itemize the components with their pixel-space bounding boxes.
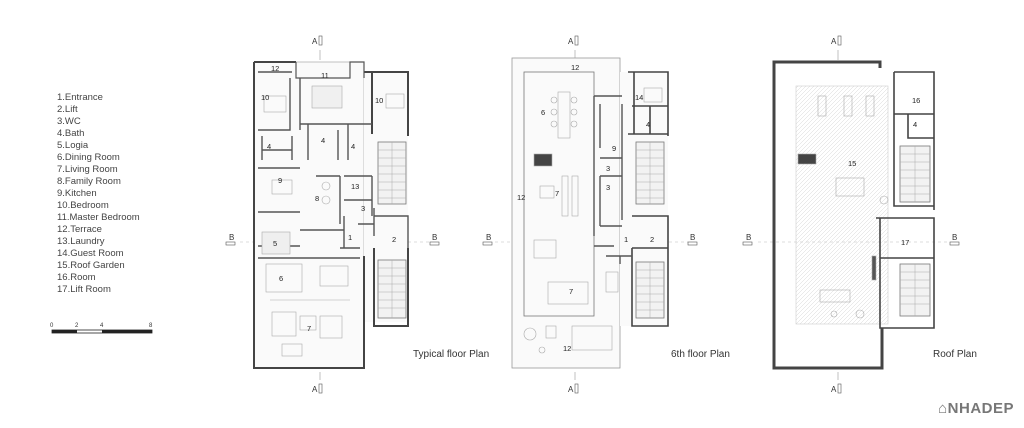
- section-marker-b: B: [952, 233, 957, 242]
- plan-title-typical: Typical floor Plan: [413, 349, 490, 360]
- watermark-text: NHADEP: [947, 400, 1014, 417]
- legend-item: 10.Bedroom: [57, 200, 109, 211]
- section-marker-b: B: [229, 233, 234, 242]
- section-marker-a: A: [312, 385, 318, 394]
- legend-item: 7.Living Room: [57, 164, 118, 175]
- legend-item: 6.Dining Room: [57, 152, 120, 163]
- room-label: 4: [351, 142, 355, 151]
- room-label: 16: [912, 96, 920, 105]
- room-label: 12: [571, 63, 579, 72]
- legend-item: 3.WC: [57, 116, 81, 127]
- section-marker-b: B: [432, 233, 437, 242]
- scale-bar-segment: [52, 330, 77, 333]
- room-label: 14: [635, 93, 643, 102]
- section-marker-b: B: [690, 233, 695, 242]
- legend-item: 12.Terrace: [57, 224, 102, 235]
- room-label: 9: [612, 144, 616, 153]
- legend-item: 11.Master Bedroom: [57, 212, 140, 223]
- section-marker-b: B: [486, 233, 491, 242]
- section-marker-a: A: [568, 37, 574, 46]
- room-label: 13: [351, 182, 359, 191]
- legend-item: 17.Lift Room: [57, 284, 111, 295]
- room-label: 3: [606, 164, 610, 173]
- room-label: 4: [646, 120, 650, 129]
- scale-tick-label: 0: [50, 323, 54, 329]
- legend-item: 8.Family Room: [57, 176, 121, 187]
- section-marker-b: B: [746, 233, 751, 242]
- scale-tick-label: 4: [100, 323, 104, 329]
- room-label: 9: [278, 176, 282, 185]
- typical-floor-plan: A A B B: [225, 35, 440, 394]
- room-label: 3: [361, 204, 365, 213]
- room-label: 10: [261, 93, 269, 102]
- section-marker-a: A: [568, 385, 574, 394]
- section-marker-a: A: [831, 37, 837, 46]
- plan-title-sixth: 6th floor Plan: [671, 349, 730, 360]
- legend-item: 14.Guest Room: [57, 248, 124, 259]
- room-label: 6: [279, 274, 283, 283]
- room-label: 7: [555, 189, 559, 198]
- scale-bar-segment: [102, 330, 152, 333]
- legend-item: 1.Entrance: [57, 92, 103, 103]
- room-label: 2: [650, 235, 654, 244]
- roof-plan: A A B B: [742, 35, 960, 394]
- room-label: 12: [517, 193, 525, 202]
- legend-item: 2.Lift: [57, 104, 78, 115]
- room-label: 11: [321, 71, 329, 80]
- plan-title-roof: Roof Plan: [933, 349, 977, 360]
- room-label: 5: [273, 239, 277, 248]
- scale-tick-label: 8: [149, 323, 153, 329]
- room-label: 2: [392, 235, 396, 244]
- section-marker-a: A: [831, 385, 837, 394]
- room-label: 4: [267, 142, 271, 151]
- room-legend: 1.Entrance 2.Lift 3.WC 4.Bath 5.Logia 6.…: [57, 92, 140, 296]
- room-label: 15: [848, 159, 856, 168]
- room-label: 3: [606, 183, 610, 192]
- watermark-logo: ⌂NHADEP: [938, 400, 1014, 417]
- room-label: 12: [271, 64, 279, 73]
- house-icon: ⌂: [938, 400, 948, 417]
- sixth-floor-plan: A A B B: [482, 35, 698, 394]
- room-label: 8: [315, 194, 319, 203]
- room-label: 7: [569, 287, 573, 296]
- section-marker-a: A: [312, 37, 318, 46]
- legend-item: 4.Bath: [57, 128, 85, 139]
- room-label: 12: [563, 344, 571, 353]
- legend-item: 5.Logia: [57, 140, 89, 151]
- room-label: 17: [901, 238, 909, 247]
- room-label: 1: [348, 233, 352, 242]
- legend-item: 16.Room: [57, 272, 96, 283]
- room-label: 10: [375, 96, 383, 105]
- legend-item: 13.Laundry: [57, 236, 105, 247]
- scale-tick-label: 2: [75, 323, 79, 329]
- room-label: 4: [321, 136, 325, 145]
- room-label: 4: [913, 120, 917, 129]
- legend-item: 15.Roof Garden: [57, 260, 125, 271]
- room-label: 1: [624, 235, 628, 244]
- legend-item: 9.Kitchen: [57, 188, 97, 199]
- room-label: 6: [541, 108, 545, 117]
- scale-bar: 0 2 4 8: [50, 323, 153, 334]
- room-label: 7: [307, 324, 311, 333]
